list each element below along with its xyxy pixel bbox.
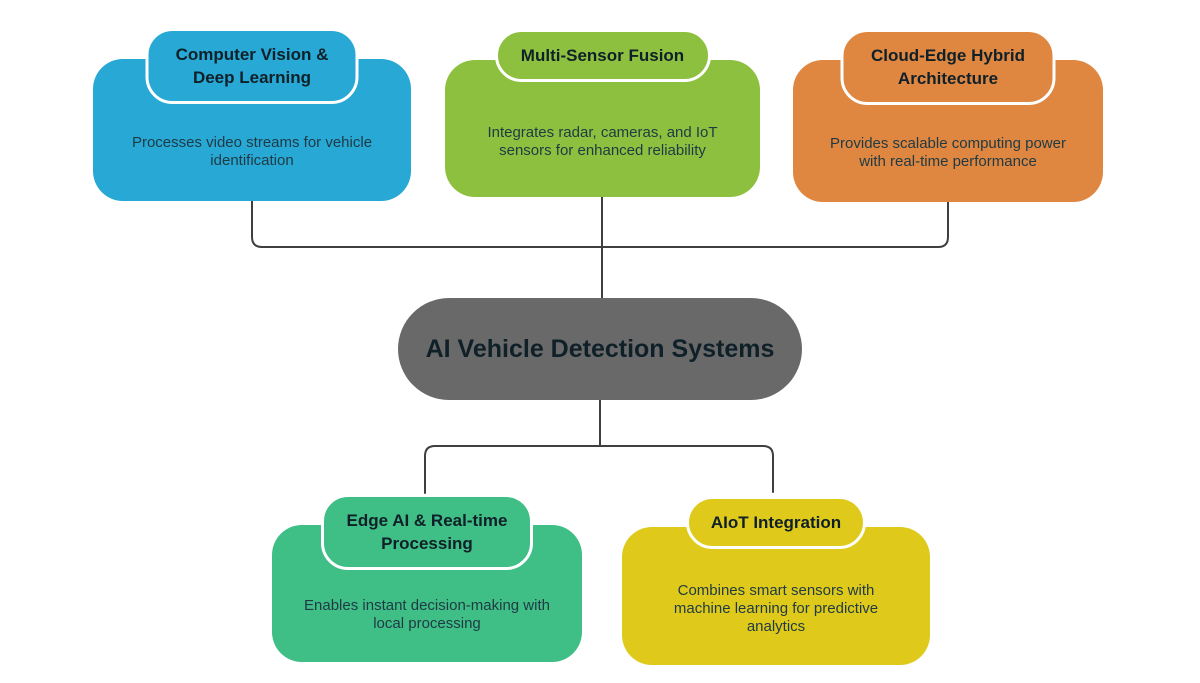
node-multi-sensor-fusion: Multi-Sensor Fusion Integrates radar, ca… (445, 29, 760, 197)
node-description: Integrates radar, cameras, and IoT senso… (487, 123, 718, 159)
node-description: Combines smart sensors with machine lear… (673, 582, 879, 635)
hub-node: AI Vehicle Detection Systems (398, 298, 802, 400)
node-description: Provides scalable computing power with r… (830, 134, 1066, 170)
node-title: AIoT Integration (710, 513, 842, 532)
node-edge-ai-real-time-processing: Edge AI & Real-time Processing Enables i… (272, 494, 582, 662)
node-description: Enables instant decision-making with loc… (304, 597, 550, 632)
node-title-badge: AIoT Integration (686, 496, 866, 549)
hub-label: AI Vehicle Detection Systems (425, 334, 775, 363)
node-computer-vision-deep-learning: Computer Vision & Deep Learning Processe… (93, 28, 411, 201)
node-title-badge: Edge AI & Real-time Processing (321, 494, 533, 570)
node-cloud-edge-hybrid-architecture: Cloud-Edge Hybrid Architecture Provides … (793, 29, 1103, 202)
node-description: Processes video streams for vehicle iden… (131, 133, 373, 169)
node-title: Cloud-Edge Hybrid Architecture (871, 46, 1025, 88)
node-title-badge: Computer Vision & Deep Learning (145, 28, 359, 104)
node-title: Edge AI & Real-time Processing (346, 511, 508, 553)
node-title-badge: Cloud-Edge Hybrid Architecture (840, 29, 1056, 105)
bottom-bus-connector (424, 445, 774, 494)
node-title-badge: Multi-Sensor Fusion (494, 29, 711, 82)
node-aiot-integration: AIoT Integration Combines smart sensors … (622, 496, 930, 665)
node-title: Multi-Sensor Fusion (520, 46, 685, 65)
top-bus-connector (251, 200, 949, 248)
node-title: Computer Vision & Deep Learning (175, 45, 329, 87)
